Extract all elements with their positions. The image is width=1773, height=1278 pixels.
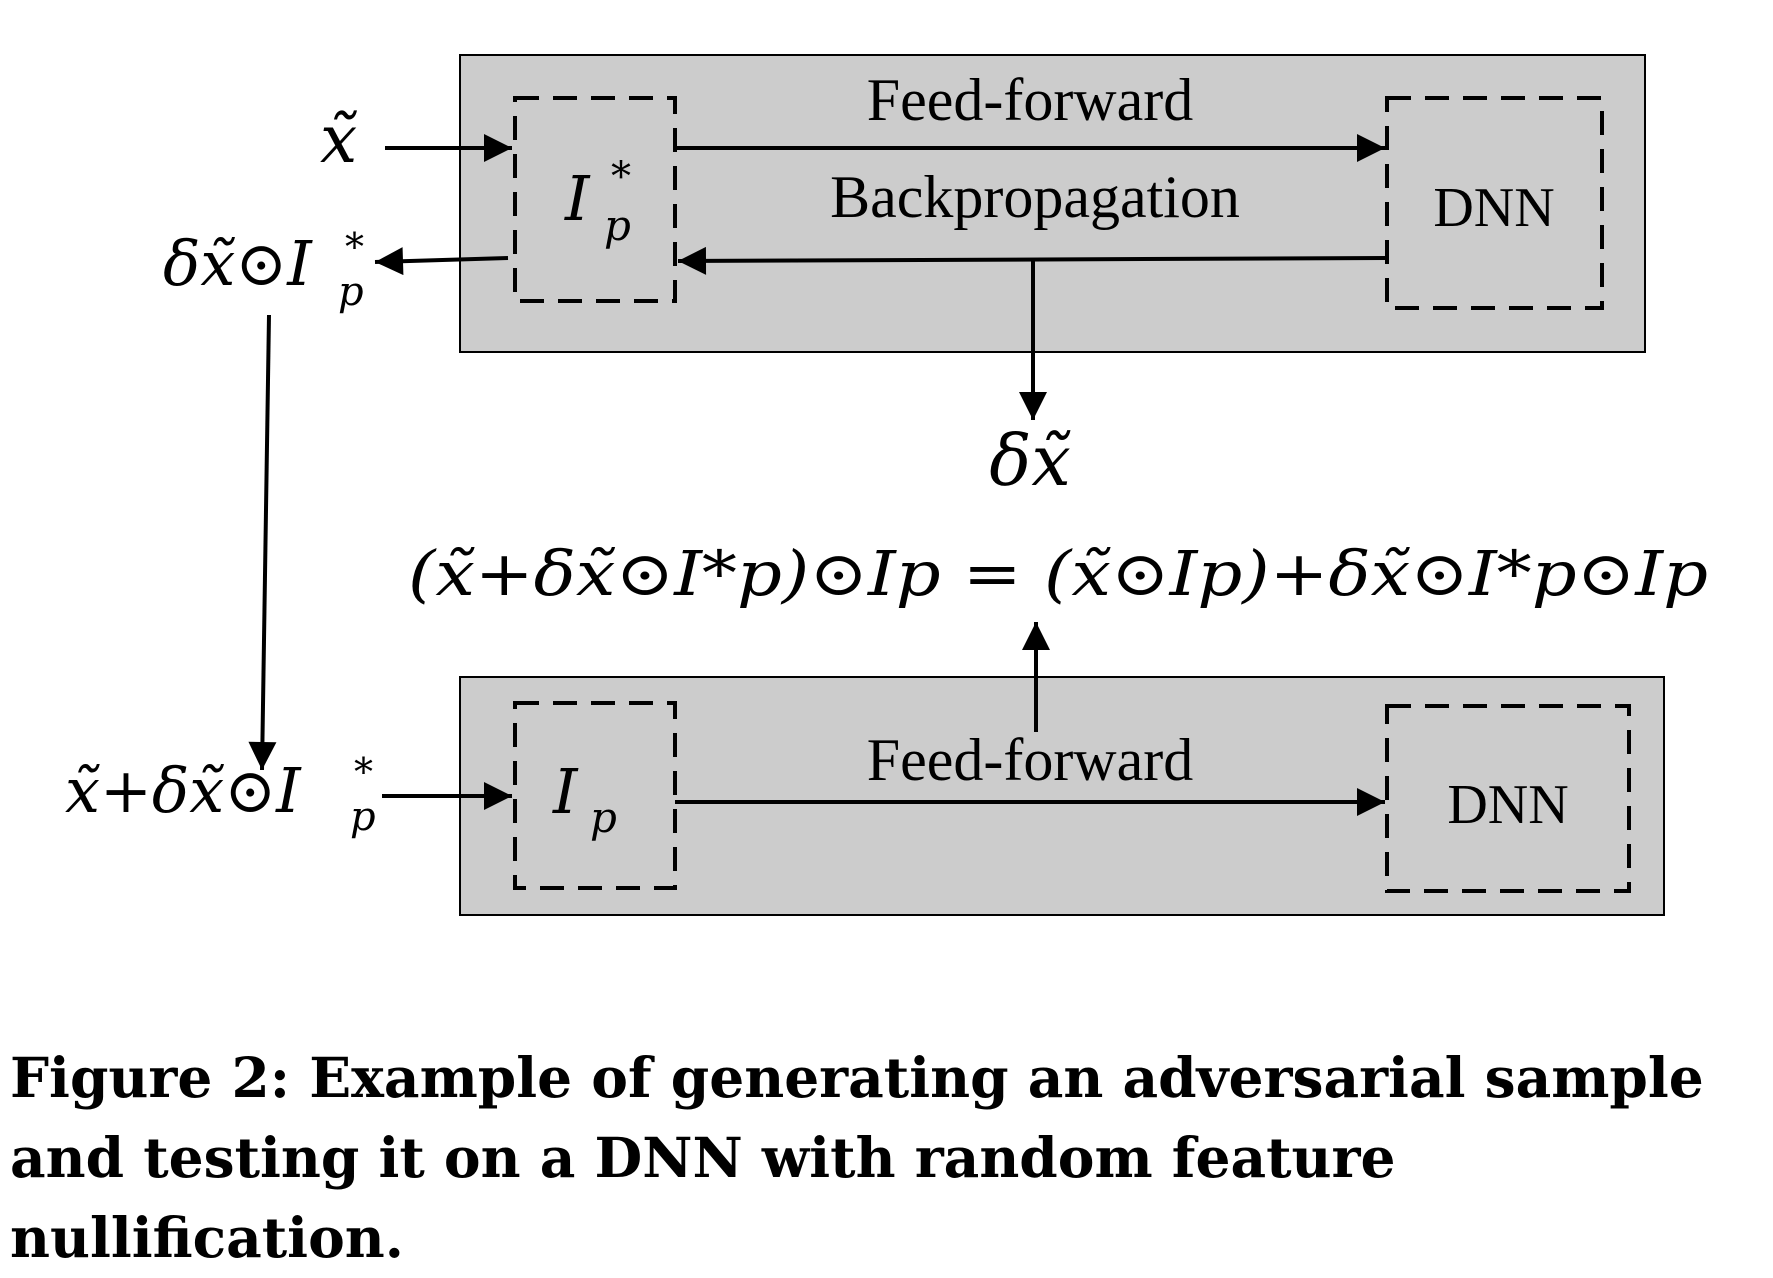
top-dnn-block xyxy=(1385,96,1604,310)
figure-caption: Figure 2: Example of generating an adver… xyxy=(10,1045,1704,1270)
masked-grad-label: δx̃⊙I xyxy=(163,227,313,300)
top-mask-sup: * xyxy=(611,154,631,200)
adv-input-sub: p xyxy=(350,794,376,840)
adv-input-label: x̃+δx̃⊙I xyxy=(65,754,302,827)
adv-input-sup: * xyxy=(354,750,373,794)
bottom-feedforward-label: Feed-forward xyxy=(867,727,1194,793)
top-mask-sub: p xyxy=(604,201,631,250)
top-feedforward-label: Feed-forward xyxy=(867,67,1194,133)
top-mask-label: I xyxy=(564,162,591,235)
perturbation-label: δx̃ xyxy=(989,420,1071,502)
bottom-dnn-block xyxy=(1385,704,1631,893)
masked-grad-sup: * xyxy=(345,225,364,269)
bottom-mask-block xyxy=(513,701,677,890)
bottom-dnn-label: DNN xyxy=(1447,774,1568,836)
bottom-panel xyxy=(459,676,1665,916)
bottom-mask-sub: p xyxy=(590,793,617,842)
top-mask-block xyxy=(513,96,677,303)
masked-grad-arrow xyxy=(374,247,509,276)
top-dnn-label: DNN xyxy=(1433,177,1554,239)
bottom-mask-label: I xyxy=(552,755,579,828)
combine-arrow xyxy=(248,314,277,771)
equation: (x̃+δx̃⊙I*p)⊙Ip = (x̃⊙Ip)+δx̃⊙I*p⊙Ip xyxy=(408,537,1708,610)
masked-grad-sub: p xyxy=(338,269,364,315)
input-label: x̃ xyxy=(320,101,358,178)
backprop-label: Backpropagation xyxy=(830,164,1240,230)
diagram: I * p DNN Feed-forward Backpropagation x… xyxy=(65,54,1708,916)
